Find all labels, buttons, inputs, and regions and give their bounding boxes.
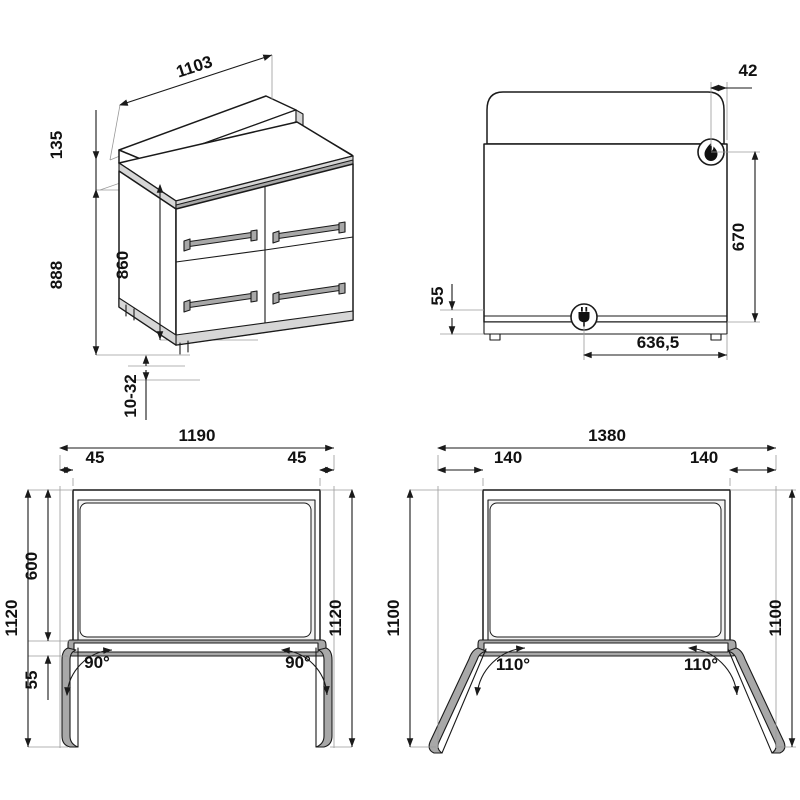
dim-side-power-offset: 636,5 [582, 333, 727, 359]
dim-label-1380: 1380 [588, 426, 626, 445]
dim-plan110-height-right: 1100 [766, 488, 796, 747]
angle-label-110-right: 110° [684, 655, 718, 674]
dim-plan90-right-offset: 45 [288, 448, 334, 474]
oven-window-90 [79, 502, 312, 638]
door-divider-left-horizontal [175, 249, 266, 263]
angle-label-90-left: 90° [84, 653, 110, 672]
handle-mount-bottom-right-a [272, 291, 280, 305]
side-view-main-body [483, 143, 728, 323]
handle-mount-top-right-a [272, 230, 280, 244]
dim-label-1100-right: 1100 [766, 600, 785, 637]
oven-window-110 [489, 502, 722, 638]
angle-label-110-left: 110° [496, 655, 530, 674]
dim-label-636-5: 636,5 [637, 333, 680, 352]
dim-label-45-left: 45 [86, 448, 105, 467]
foot-rear-left [125, 304, 135, 321]
side-view-foot-right [710, 333, 722, 341]
angle-110-right: 110° [684, 645, 740, 696]
dim-plan90-cavity-height: 600 [22, 488, 52, 641]
dim-plan90-height-left: 1120 [2, 488, 32, 747]
dim-label-10-32: 10-32 [121, 374, 140, 417]
handle-mount-top-right-b [338, 221, 346, 234]
dim-label-140-right: 140 [690, 448, 718, 467]
dim-label-45-right: 45 [288, 448, 307, 467]
dim-plan110-left-offset: 140 [436, 448, 522, 474]
dim-plan110-height-left: 1100 [384, 488, 414, 747]
side-view-foot-left [489, 333, 501, 341]
door-divider-right-horizontal [264, 236, 354, 251]
dim-label-600: 600 [22, 552, 41, 580]
dim-label-670: 670 [729, 223, 748, 251]
angle-90-right: 90° [280, 647, 330, 696]
dim-plan110-right-offset: 140 [690, 448, 776, 474]
dim-side-gas-height: 670 [729, 150, 759, 322]
dim-label-860: 860 [113, 251, 132, 279]
dim-plan110-overall: 1380 [436, 426, 776, 452]
angle-label-90-right: 90° [285, 653, 311, 672]
dim-label-140-left: 140 [494, 448, 522, 467]
dim-iso-backsplash-height: 135 [47, 110, 100, 190]
isometric-view: 1103 135 888 860 10-32 [47, 52, 354, 420]
dim-plan90-height-right: 1120 [326, 488, 356, 747]
plan-view-doors-110: 1380 140 140 1100 1100 110° [384, 426, 796, 754]
dim-side-gas-offset: 42 [709, 61, 758, 92]
handle-mount-bottom-left-b [250, 290, 258, 303]
handle-mount-bottom-right-b [338, 282, 346, 295]
dim-iso-foot-adjust: 10-32 [121, 354, 150, 420]
angle-90-left: 90° [64, 647, 113, 697]
dim-iso-total-height: 888 [47, 188, 100, 355]
side-view-top-cover [486, 91, 725, 145]
dim-plan90-overall: 1190 [58, 426, 334, 452]
handle-mount-bottom-left-a [183, 299, 191, 313]
side-view-plinth [483, 321, 728, 335]
dim-plan90-left-offset: 45 [58, 448, 105, 474]
dim-label-1120-right: 1120 [326, 600, 345, 637]
dim-iso-worktop-height: 860 [113, 183, 164, 340]
side-view: 42 670 55 636,5 [428, 61, 760, 360]
foot-front-left [179, 340, 189, 355]
open-door-face-110 [483, 642, 729, 653]
dim-label-888: 888 [47, 261, 66, 289]
dim-label-1100-left: 1100 [384, 600, 403, 637]
dim-label-55-side: 55 [428, 287, 447, 306]
dim-label-135: 135 [47, 131, 66, 159]
dim-label-1120-left: 1120 [2, 600, 21, 637]
dim-side-power-height: 55 [428, 284, 456, 336]
handle-mount-top-left-b [250, 229, 258, 242]
dim-label-42: 42 [739, 61, 758, 80]
dim-plan90-base-height: 55 [22, 654, 52, 700]
angle-110-left: 110° [474, 645, 530, 697]
handle-mount-top-left-a [183, 238, 191, 252]
plan-view-doors-90: 1190 45 45 1120 1120 600 5 [2, 426, 356, 748]
plan110-extension-lines [410, 455, 796, 748]
dim-label-1190: 1190 [179, 426, 216, 445]
door-handles [183, 221, 346, 313]
dim-label-55-plan90: 55 [22, 671, 41, 690]
